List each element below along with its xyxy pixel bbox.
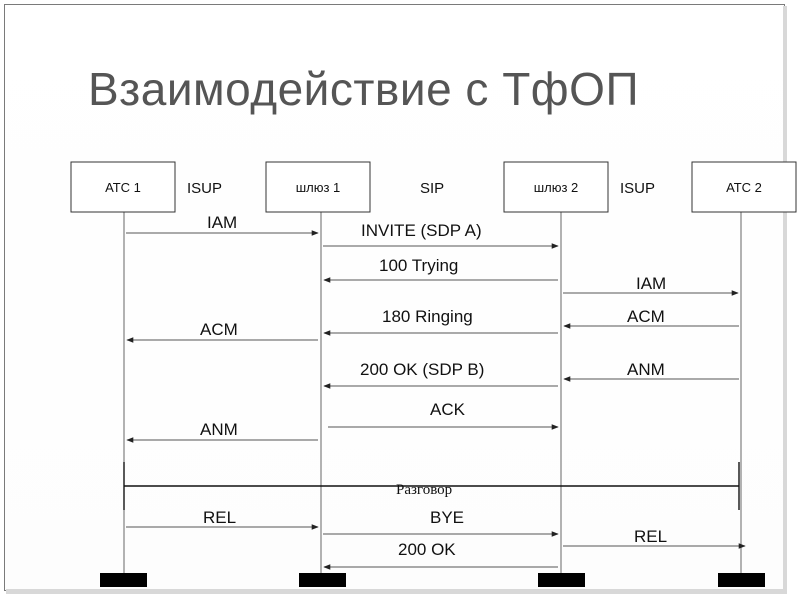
message-label: INVITE (SDP A) — [361, 221, 482, 240]
frame-shadow — [6, 589, 787, 594]
lifeline-end-gw1 — [299, 573, 346, 587]
protocol-label-sip: SIP — [420, 180, 444, 197]
node-gw1: шлюз 1 — [265, 161, 371, 213]
message-rel-1: REL — [126, 508, 319, 530]
protocol-label-isup-left: ISUP — [187, 180, 222, 197]
message-label: ACM — [200, 320, 238, 339]
message-label: 100 Trying — [379, 256, 458, 275]
message-acm-1: ACM — [126, 320, 318, 343]
message-label: REL — [634, 527, 667, 546]
message-100-trying: 100 Trying — [323, 256, 558, 283]
message-ack: ACK — [328, 400, 559, 430]
message-label: IAM — [207, 213, 237, 232]
message-label: ANM — [627, 360, 665, 379]
message-anm-2: ANM — [563, 360, 739, 382]
message-200-ok: 200 OK — [323, 540, 558, 570]
slide-frame — [4, 4, 785, 591]
protocol-label-isup-right: ISUP — [620, 180, 655, 197]
node-label-gw1: шлюз 1 — [296, 180, 341, 195]
frame-shadow — [783, 6, 787, 594]
node-gw2: шлюз 2 — [503, 161, 609, 213]
message-acm-2: ACM — [563, 307, 739, 329]
message-label: 180 Ringing — [382, 307, 473, 326]
message-label: 200 OK (SDP B) — [360, 360, 484, 379]
conversation-label: Разговор — [396, 482, 452, 498]
message-label: ACK — [430, 400, 466, 419]
lifeline-end-atc1 — [100, 573, 147, 587]
message-label: BYE — [430, 508, 464, 527]
message-bye: BYE — [323, 508, 559, 537]
node-label-atc1: АТС 1 — [105, 180, 141, 195]
node-label-atc2: АТС 2 — [726, 180, 762, 195]
message-label: 200 OK — [398, 540, 456, 559]
message-iam-2: IAM — [563, 274, 739, 296]
message-180-ringing: 180 Ringing — [323, 307, 558, 336]
message-anm-1: ANM — [126, 420, 318, 443]
message-label: IAM — [636, 274, 666, 293]
message-invite: INVITE (SDP A) — [323, 221, 559, 249]
message-iam-1: IAM — [126, 213, 319, 236]
lifeline-end-gw2 — [538, 573, 585, 587]
node-atc2: АТС 2 — [691, 161, 797, 213]
message-label: ANM — [200, 420, 238, 439]
node-atc1: АТС 1 — [70, 161, 176, 213]
node-label-gw2: шлюз 2 — [534, 180, 579, 195]
message-label: ACM — [627, 307, 665, 326]
slide-title: Взаимодействие с ТфОП — [88, 63, 639, 115]
message-200-ok-sdp-b: 200 OK (SDP B) — [323, 360, 558, 389]
lifeline-end-atc2 — [718, 573, 765, 587]
message-rel-2: REL — [563, 527, 746, 549]
message-label: REL — [203, 508, 236, 527]
conversation-bar: Разговор — [123, 462, 740, 510]
